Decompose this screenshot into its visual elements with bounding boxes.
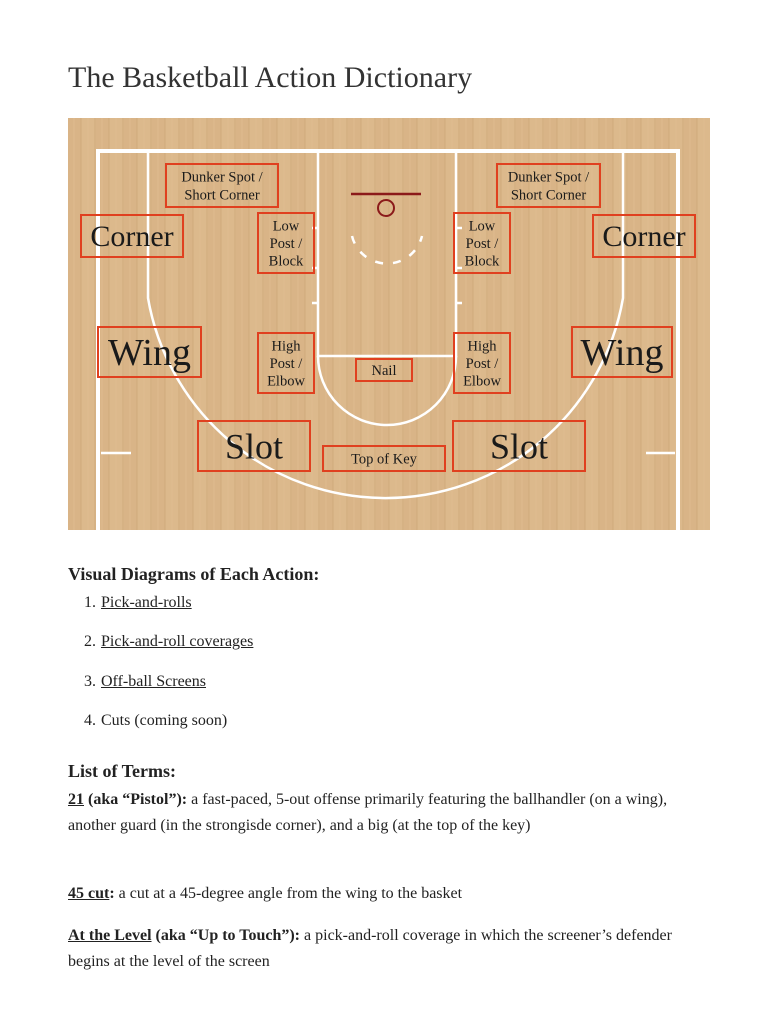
term-name[interactable]: At the Level [68, 927, 152, 944]
label-text: Elbow [463, 374, 501, 390]
term-alias: (aka “Pistol”): [84, 791, 188, 808]
free-throw-circle [316, 355, 458, 427]
cuts-coming-soon-text: Cuts (coming soon) [101, 711, 228, 729]
label-text: Slot [490, 426, 548, 466]
term-definition: a fast-paced, 5-out offense primarily fe… [68, 791, 668, 834]
dunker-spot-left-label: Dunker Spot /Short Corner [165, 163, 279, 208]
term-alias: : [109, 885, 115, 902]
label-box [453, 212, 511, 274]
label-box [355, 358, 413, 382]
term-entry-at-the-level: At the Level (aka “Up to Touch”): a pick… [68, 923, 708, 974]
label-text: Dunker Spot / [508, 170, 590, 186]
pick-and-rolls-link[interactable]: Pick-and-rolls [101, 594, 192, 611]
label-text: Top of Key [351, 451, 418, 467]
list-number: 4. [84, 711, 96, 729]
label-text: Block [465, 254, 500, 270]
label-text: Short Corner [511, 187, 586, 203]
term-entry-21: 21 (aka “Pistol”): a fast-paced, 5-out o… [68, 787, 708, 838]
label-text: Nail [372, 363, 397, 379]
basket [351, 192, 421, 217]
court-floor [68, 118, 710, 530]
term-name[interactable]: 45 cut [68, 885, 110, 902]
term-entry-45-cut: 45 cut: a cut at a 45-degree angle from … [68, 881, 708, 907]
free-throw-lane [316, 151, 458, 358]
label-box [453, 332, 511, 394]
list-number: 2. [84, 633, 96, 651]
page-title: The Basketball Action Dictionary [68, 61, 473, 94]
label-box [165, 163, 279, 208]
corner-right-label: Corner [592, 214, 696, 258]
label-box [257, 332, 315, 394]
label-text: Post / [466, 236, 500, 252]
label-text: Wing [108, 332, 191, 374]
label-text: Low [469, 218, 496, 234]
term-definition: a pick-and-roll coverage in which the sc… [68, 927, 672, 970]
label-text: Corner [90, 220, 173, 253]
label-box [322, 445, 446, 472]
dunker-spot-right-label: Dunker Spot /Short Corner [496, 163, 601, 208]
slot-right-label: Slot [452, 420, 586, 472]
label-box [80, 214, 184, 258]
list-item: 3. Off-ball Screens [68, 670, 253, 709]
terms-heading: List of Terms: [68, 761, 176, 781]
term-name[interactable]: 21 [68, 791, 84, 808]
label-box [592, 214, 696, 258]
label-text: Dunker Spot / [181, 170, 263, 186]
label-box [197, 420, 311, 472]
label-text: High [468, 338, 498, 354]
list-number: 3. [84, 672, 96, 690]
label-text: Post / [270, 356, 304, 372]
list-item: 2. Pick-and-roll coverages [68, 630, 253, 669]
action-diagram-list: 1. Pick-and-rolls 2. Pick-and-roll cover… [68, 591, 253, 748]
nail-label: Nail [355, 358, 413, 382]
off-ball-screens-link[interactable]: Off-ball Screens [101, 672, 206, 690]
list-item: 1. Pick-and-rolls [68, 591, 253, 630]
rim [377, 199, 395, 217]
label-text: Elbow [267, 374, 305, 390]
label-text: Low [273, 218, 300, 234]
label-box [257, 212, 315, 274]
label-text: Wing [581, 332, 664, 374]
label-text: Corner [602, 220, 685, 253]
label-text: Block [269, 254, 304, 270]
slot-left-label: Slot [197, 420, 311, 472]
label-text: Post / [466, 356, 500, 372]
label-text: Short Corner [184, 187, 259, 203]
wing-left-label: Wing [97, 326, 202, 378]
term-definition: a cut at a 45-degree angle from the wing… [114, 885, 463, 902]
top-of-key-label: Top of Key [322, 445, 446, 472]
wing-right-label: Wing [571, 326, 673, 378]
list-item: 4. Cuts (coming soon) [68, 709, 253, 748]
label-box [571, 326, 673, 378]
term-alias: (aka “Up to Touch”): [151, 927, 301, 944]
corner-left-label: Corner [80, 214, 184, 258]
three-point-line [146, 151, 625, 500]
list-number: 1. [84, 594, 96, 611]
pick-and-roll-coverages-link[interactable]: Pick-and-roll coverages [101, 633, 254, 651]
label-box [452, 420, 586, 472]
label-text: High [272, 338, 302, 354]
label-box [496, 163, 601, 208]
label-text: Slot [225, 426, 283, 466]
visual-diagrams-heading: Visual Diagrams of Each Action: [68, 564, 320, 584]
label-box [97, 326, 202, 378]
label-text: Post / [270, 236, 304, 252]
